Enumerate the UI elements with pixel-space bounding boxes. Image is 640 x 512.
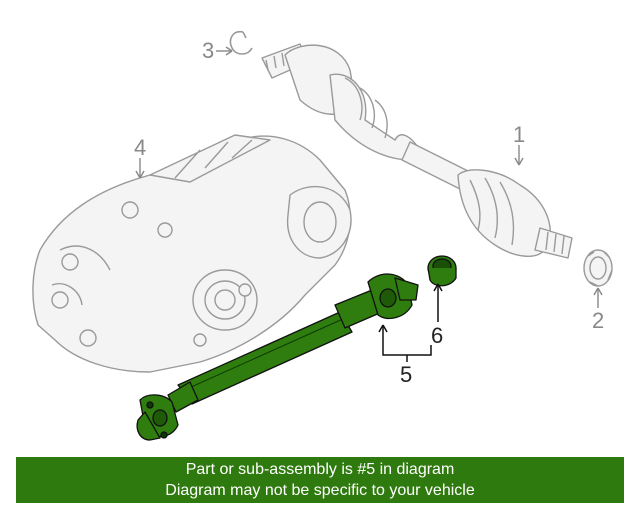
callout-6: 6 [431, 323, 443, 348]
info-banner: Part or sub-assembly is #5 in diagram Di… [16, 457, 624, 503]
banner-line-2: Diagram may not be specific to your vehi… [165, 482, 475, 499]
leader-lines [135, 46, 603, 308]
callout-4: 4 [134, 135, 146, 160]
callout-5: 5 [400, 362, 412, 387]
axle-nut [583, 249, 613, 287]
drive-shaft [136, 273, 419, 441]
parts-diagram: 3 4 1 2 6 5 [32, 30, 613, 441]
seal [427, 255, 457, 287]
banner-line-1: Part or sub-assembly is #5 in diagram [185, 461, 455, 478]
axle-shaft [261, 43, 573, 259]
leader-lines-highlighted [378, 283, 443, 362]
callout-1: 1 [513, 122, 525, 147]
snap-ring [229, 30, 253, 55]
callout-3: 3 [202, 38, 214, 63]
callout-2: 2 [592, 308, 604, 333]
differential-housing [32, 134, 352, 373]
